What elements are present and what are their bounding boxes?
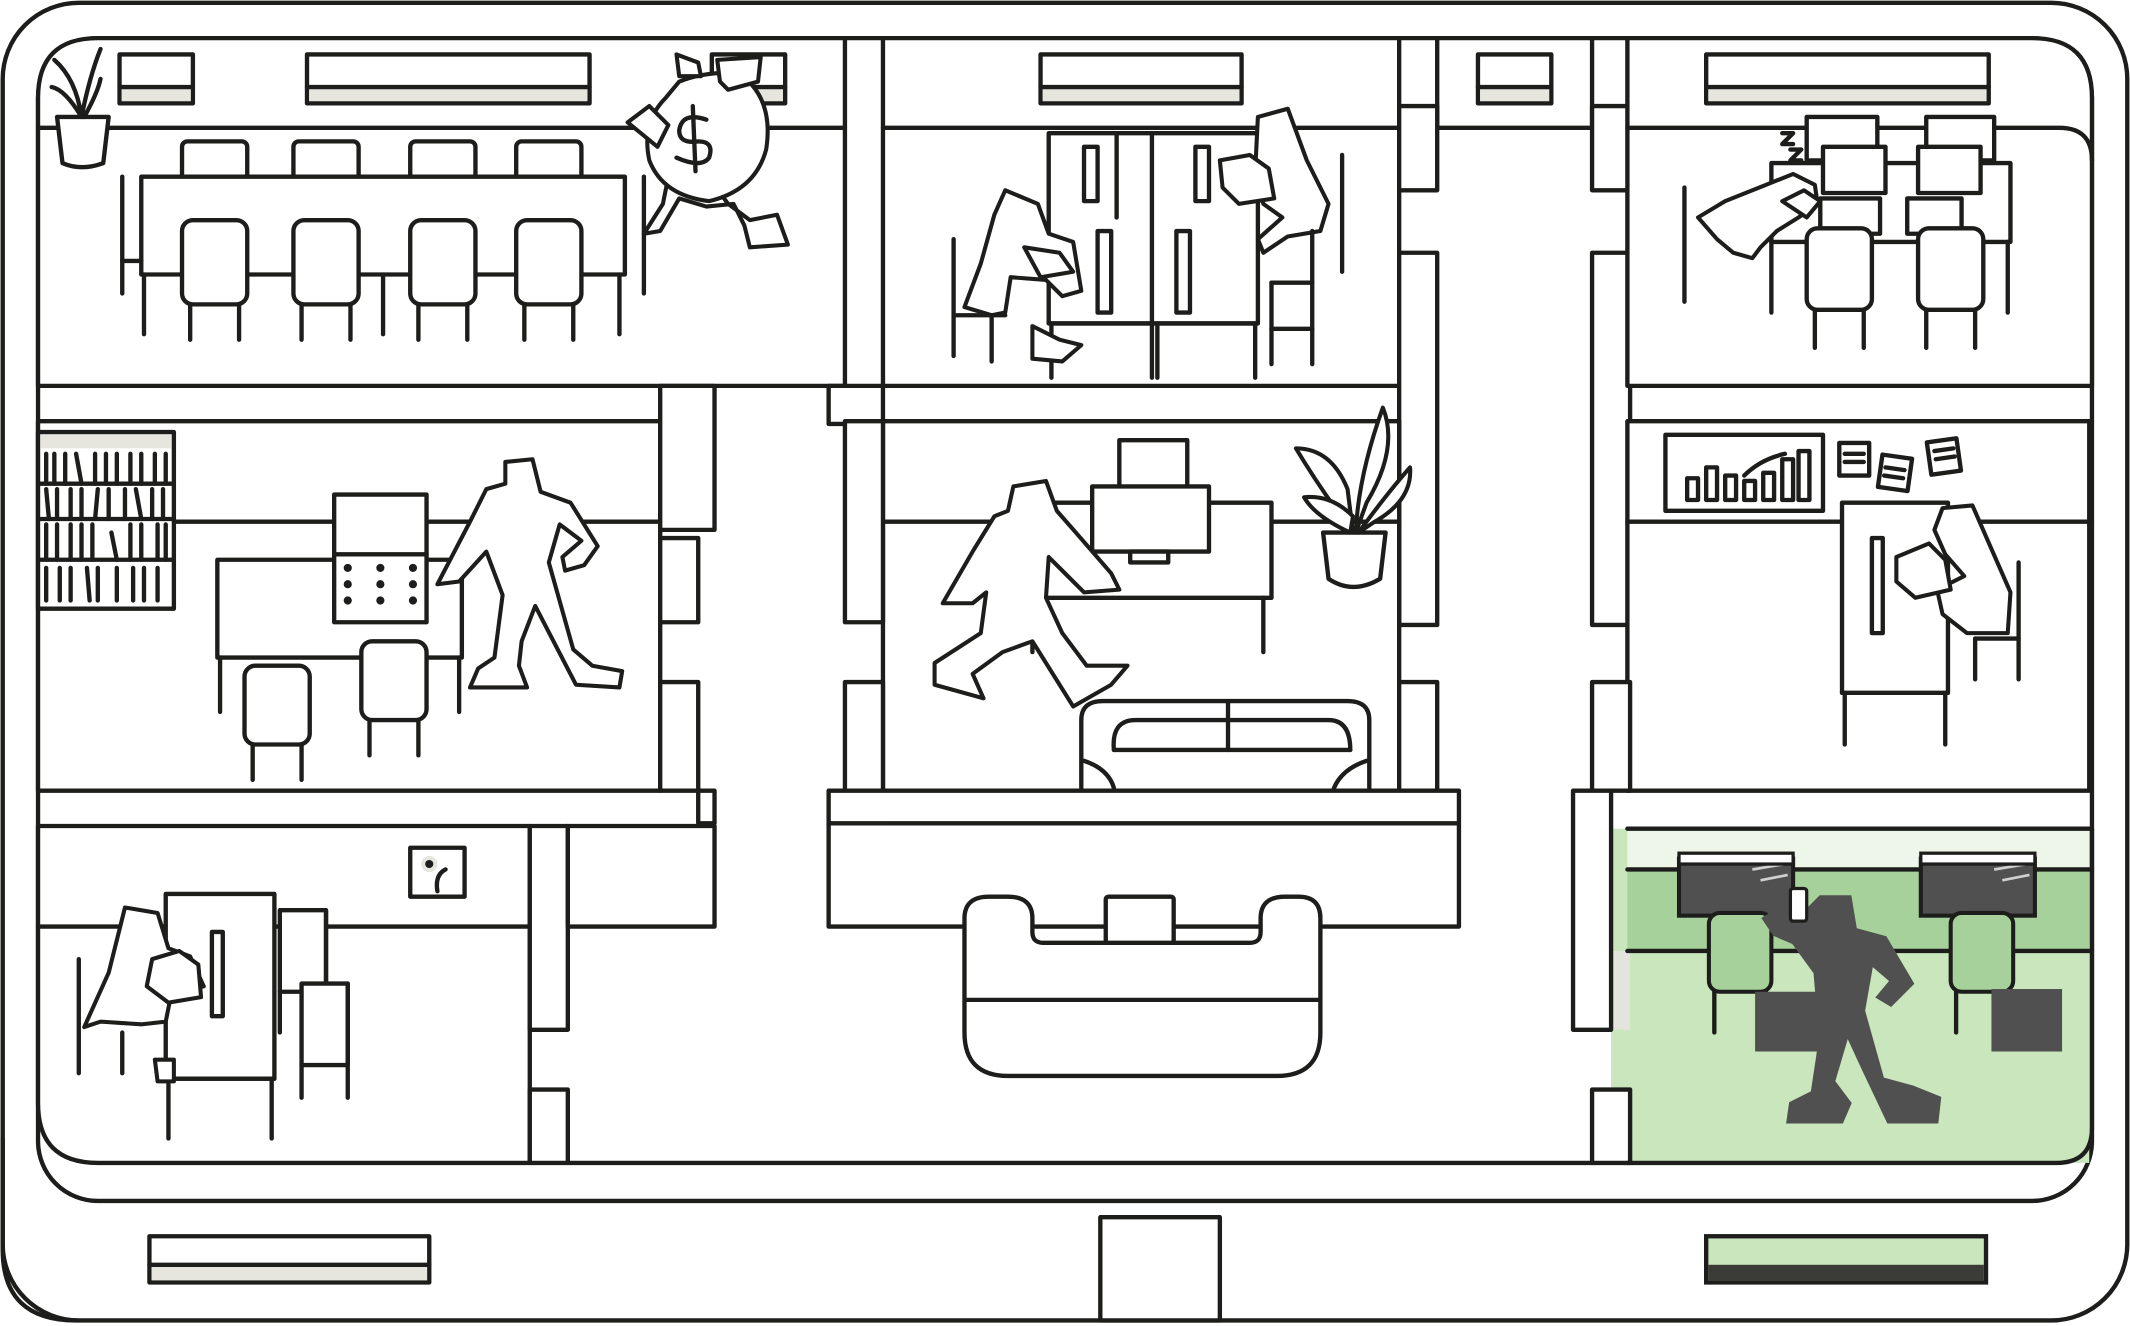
person-sleeping [1695,131,1823,261]
small-office[interactable] [76,845,467,1141]
sticky-note-icon [1875,452,1915,494]
chair [277,908,329,1035]
potted-plant-icon [49,46,111,170]
chair [359,639,429,758]
person-at-desk [951,188,1084,364]
dollar-sign-icon [674,103,713,174]
windows [117,52,1991,1285]
desk-monitor [1918,851,2037,918]
chair [242,663,312,782]
chair [291,217,361,342]
cabinet [331,492,429,625]
window [1475,52,1554,106]
bar-chart-trend-icon [1663,432,1826,514]
chair [514,217,584,342]
window-highlight [1704,1234,1989,1285]
person-on-phone [1761,886,1942,1124]
desk-monitor [1676,851,1796,918]
library-office[interactable] [35,429,625,782]
window [1704,52,1991,106]
window [1038,52,1244,106]
chair [179,217,250,342]
person-at-desk [1894,503,2013,636]
chair [408,217,478,342]
bookshelf [35,429,177,611]
sleep-z-icon [1780,131,1804,163]
cubicle-pair-room[interactable] [951,106,1345,380]
window [304,52,592,106]
chair [1804,226,1875,351]
chair [1915,226,1986,351]
main-entrance-door[interactable] [1098,1215,1223,1323]
potted-plant-icon [1293,405,1413,590]
reception[interactable] [962,894,1323,1079]
sofa [1079,698,1372,791]
chair [299,981,350,1100]
active-room-content [1676,851,2063,1124]
sleeping-worker-room[interactable] [1682,114,2013,351]
conference-room[interactable] [49,46,790,342]
stats-office[interactable] [1663,432,2021,747]
window [117,52,196,106]
person-at-desk [82,905,206,1084]
sticky-note-icon [1924,436,1964,477]
lounge-room[interactable] [932,405,1413,791]
person-carrying-money-bag [625,52,790,250]
window [147,1234,432,1285]
phone-icon [1788,886,1809,923]
sticky-note-icon [1837,440,1872,478]
person-at-desk [1217,106,1345,367]
person-standing [435,457,625,690]
person-walking [932,478,1130,709]
wall-art-icon [408,845,467,899]
